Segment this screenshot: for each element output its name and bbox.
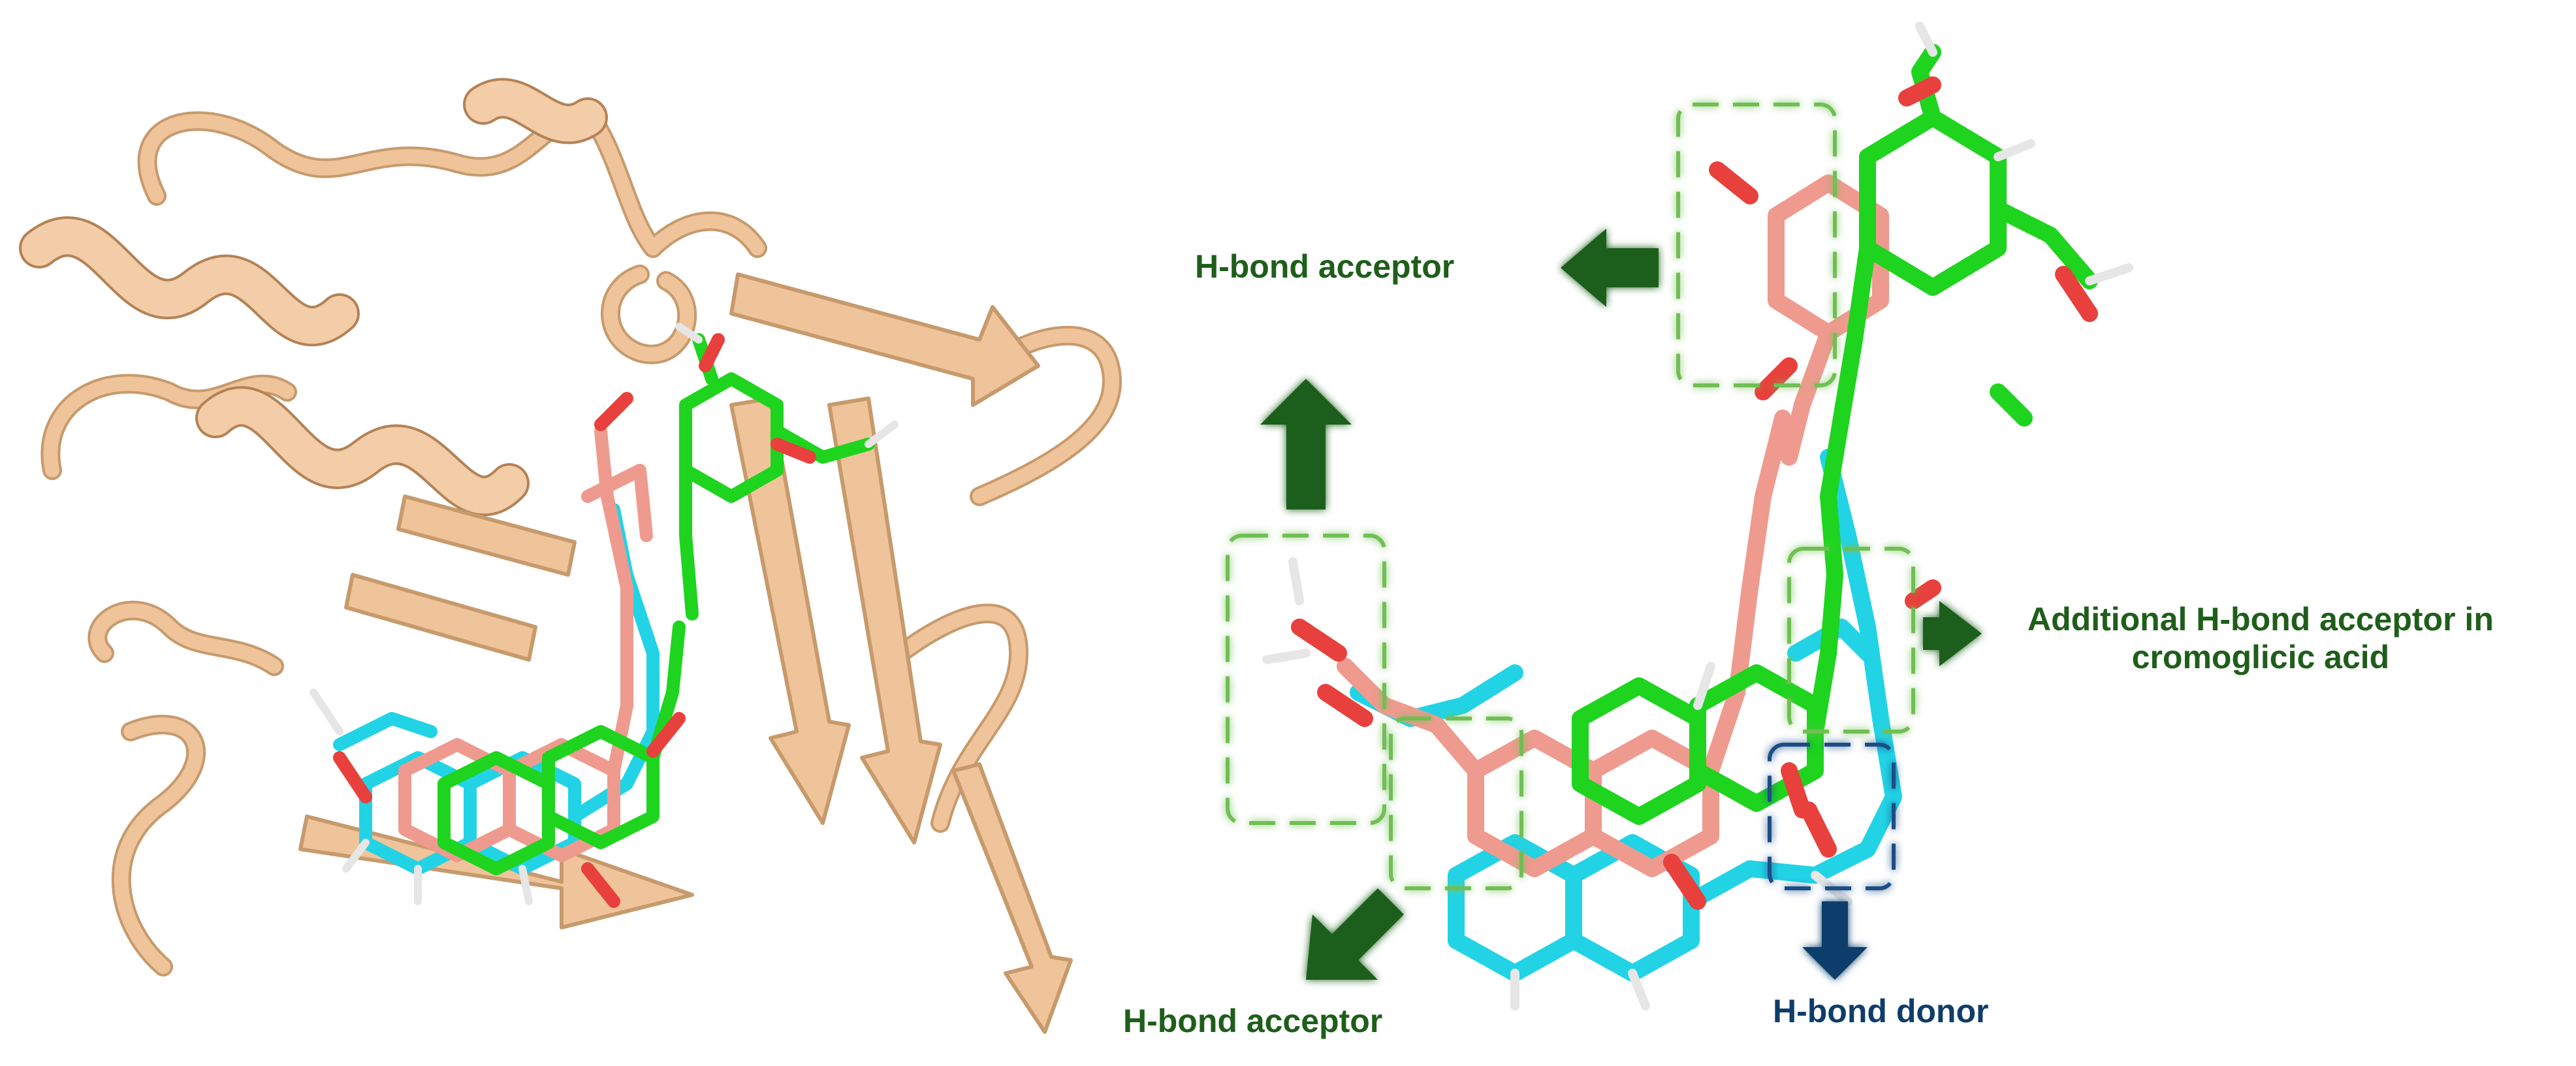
pharmacophore-panel (1226, 22, 2133, 1010)
label-top-acceptor: H-bond acceptor (1195, 248, 1455, 285)
label-donor: H-bond donor (1773, 993, 1989, 1029)
acceptor-box-additional (1787, 547, 1915, 734)
label-additional-line1: Additional H-bond acceptor in (2027, 601, 2494, 638)
label-bottom-acceptor: H-bond acceptor (1123, 1003, 1383, 1039)
docked-ligands (310, 323, 898, 908)
label-additional-acceptor: Additional H-bond acceptor in cromoglici… (2027, 601, 2494, 676)
donor-box (1768, 743, 1896, 890)
acceptor-arrow-right-icon (1923, 601, 1982, 666)
acceptor-box-bottom (1389, 717, 1523, 890)
donor-arrow-down-icon (1802, 901, 1868, 980)
acceptor-arrow-up-icon (1260, 379, 1352, 509)
protein-ribbon (19, 78, 1122, 1034)
label-additional-line2: cromoglicic acid (2131, 638, 2390, 675)
acceptor-box-left (1226, 534, 1386, 825)
feature-boxes (1226, 103, 1915, 890)
acceptor-box-top (1676, 103, 1837, 387)
ligand-overlay (1262, 22, 2133, 1010)
acceptor-arrow-down-left-icon (1306, 888, 1404, 980)
acceptor-arrow-left-icon (1561, 229, 1659, 307)
protein-structure-panel (19, 78, 1122, 1034)
